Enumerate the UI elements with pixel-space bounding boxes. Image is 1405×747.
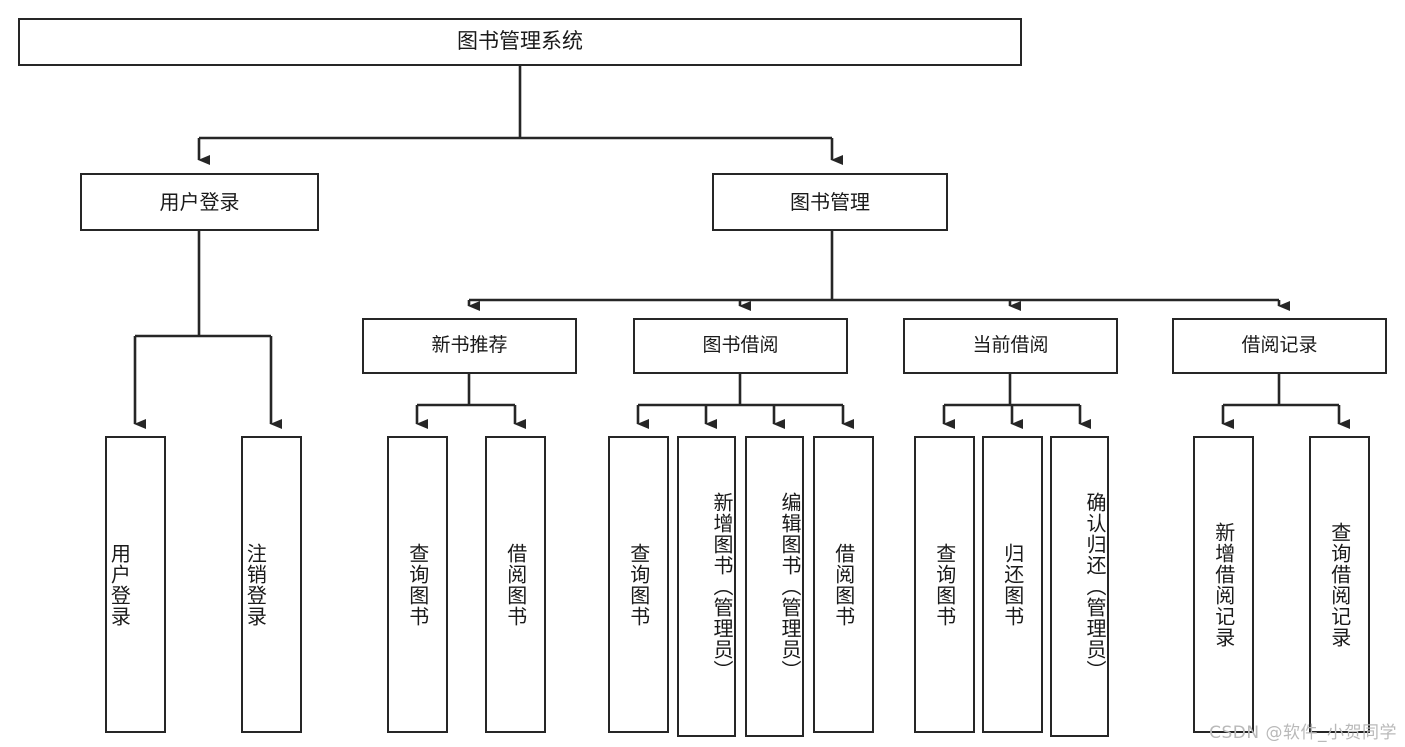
leaf-confirm-return-admin[interactable]: 确认归还（管理员） bbox=[1050, 436, 1109, 737]
node-label: 用户登录 bbox=[159, 189, 240, 214]
node-label: 图书管理 bbox=[790, 189, 870, 214]
leaf-borrow-book-borrow[interactable]: 借阅图书 bbox=[813, 436, 874, 733]
node-label: 查询图书 bbox=[405, 542, 430, 627]
node-label: 确认归还（管理员） bbox=[1083, 492, 1107, 681]
node-root-book-management-system[interactable]: 图书管理系统 bbox=[18, 18, 1022, 66]
leaf-query-book-recommend[interactable]: 查询图书 bbox=[387, 436, 448, 733]
watermark-text: CSDN @软件_小贺同学 bbox=[1209, 723, 1397, 743]
node-book-management[interactable]: 图书管理 bbox=[712, 173, 948, 231]
node-label: 注销登录 bbox=[243, 542, 268, 627]
node-user-login[interactable]: 用户登录 bbox=[80, 173, 319, 231]
node-book-borrow[interactable]: 图书借阅 bbox=[633, 318, 848, 374]
leaf-add-borrow-record[interactable]: 新增借阅记录 bbox=[1193, 436, 1254, 733]
node-label: 归还图书 bbox=[1000, 542, 1025, 627]
node-label: 图书借阅 bbox=[702, 334, 779, 357]
node-label: 新增借阅记录 bbox=[1211, 521, 1236, 648]
node-current-borrow[interactable]: 当前借阅 bbox=[903, 318, 1118, 374]
node-borrow-record[interactable]: 借阅记录 bbox=[1172, 318, 1387, 374]
leaf-add-book-admin[interactable]: 新增图书（管理员） bbox=[677, 436, 736, 737]
node-label: 查询借阅记录 bbox=[1327, 521, 1352, 648]
node-label: 借阅图书 bbox=[503, 542, 528, 627]
node-label: 查询图书 bbox=[932, 542, 957, 627]
node-label: 当前借阅 bbox=[972, 334, 1049, 357]
node-label: 借阅记录 bbox=[1241, 334, 1318, 357]
node-label: 查询图书 bbox=[626, 542, 651, 627]
node-new-book-recommend[interactable]: 新书推荐 bbox=[362, 318, 577, 374]
node-label: 编辑图书（管理员） bbox=[778, 492, 802, 681]
node-label: 借阅图书 bbox=[831, 542, 856, 627]
leaf-return-book[interactable]: 归还图书 bbox=[982, 436, 1043, 733]
leaf-borrow-book-recommend[interactable]: 借阅图书 bbox=[485, 436, 546, 733]
leaf-user-login[interactable]: 用户登录 bbox=[105, 436, 166, 733]
leaf-query-book-borrow[interactable]: 查询图书 bbox=[608, 436, 669, 733]
leaf-query-book-current[interactable]: 查询图书 bbox=[914, 436, 975, 733]
leaf-logout-login[interactable]: 注销登录 bbox=[241, 436, 302, 733]
leaf-edit-book-admin[interactable]: 编辑图书（管理员） bbox=[745, 436, 804, 737]
node-label: 新书推荐 bbox=[431, 334, 508, 357]
leaf-query-borrow-record[interactable]: 查询借阅记录 bbox=[1309, 436, 1370, 733]
node-label: 图书管理系统 bbox=[457, 29, 583, 54]
node-label: 新增图书（管理员） bbox=[710, 492, 734, 681]
node-label: 用户登录 bbox=[107, 542, 132, 627]
